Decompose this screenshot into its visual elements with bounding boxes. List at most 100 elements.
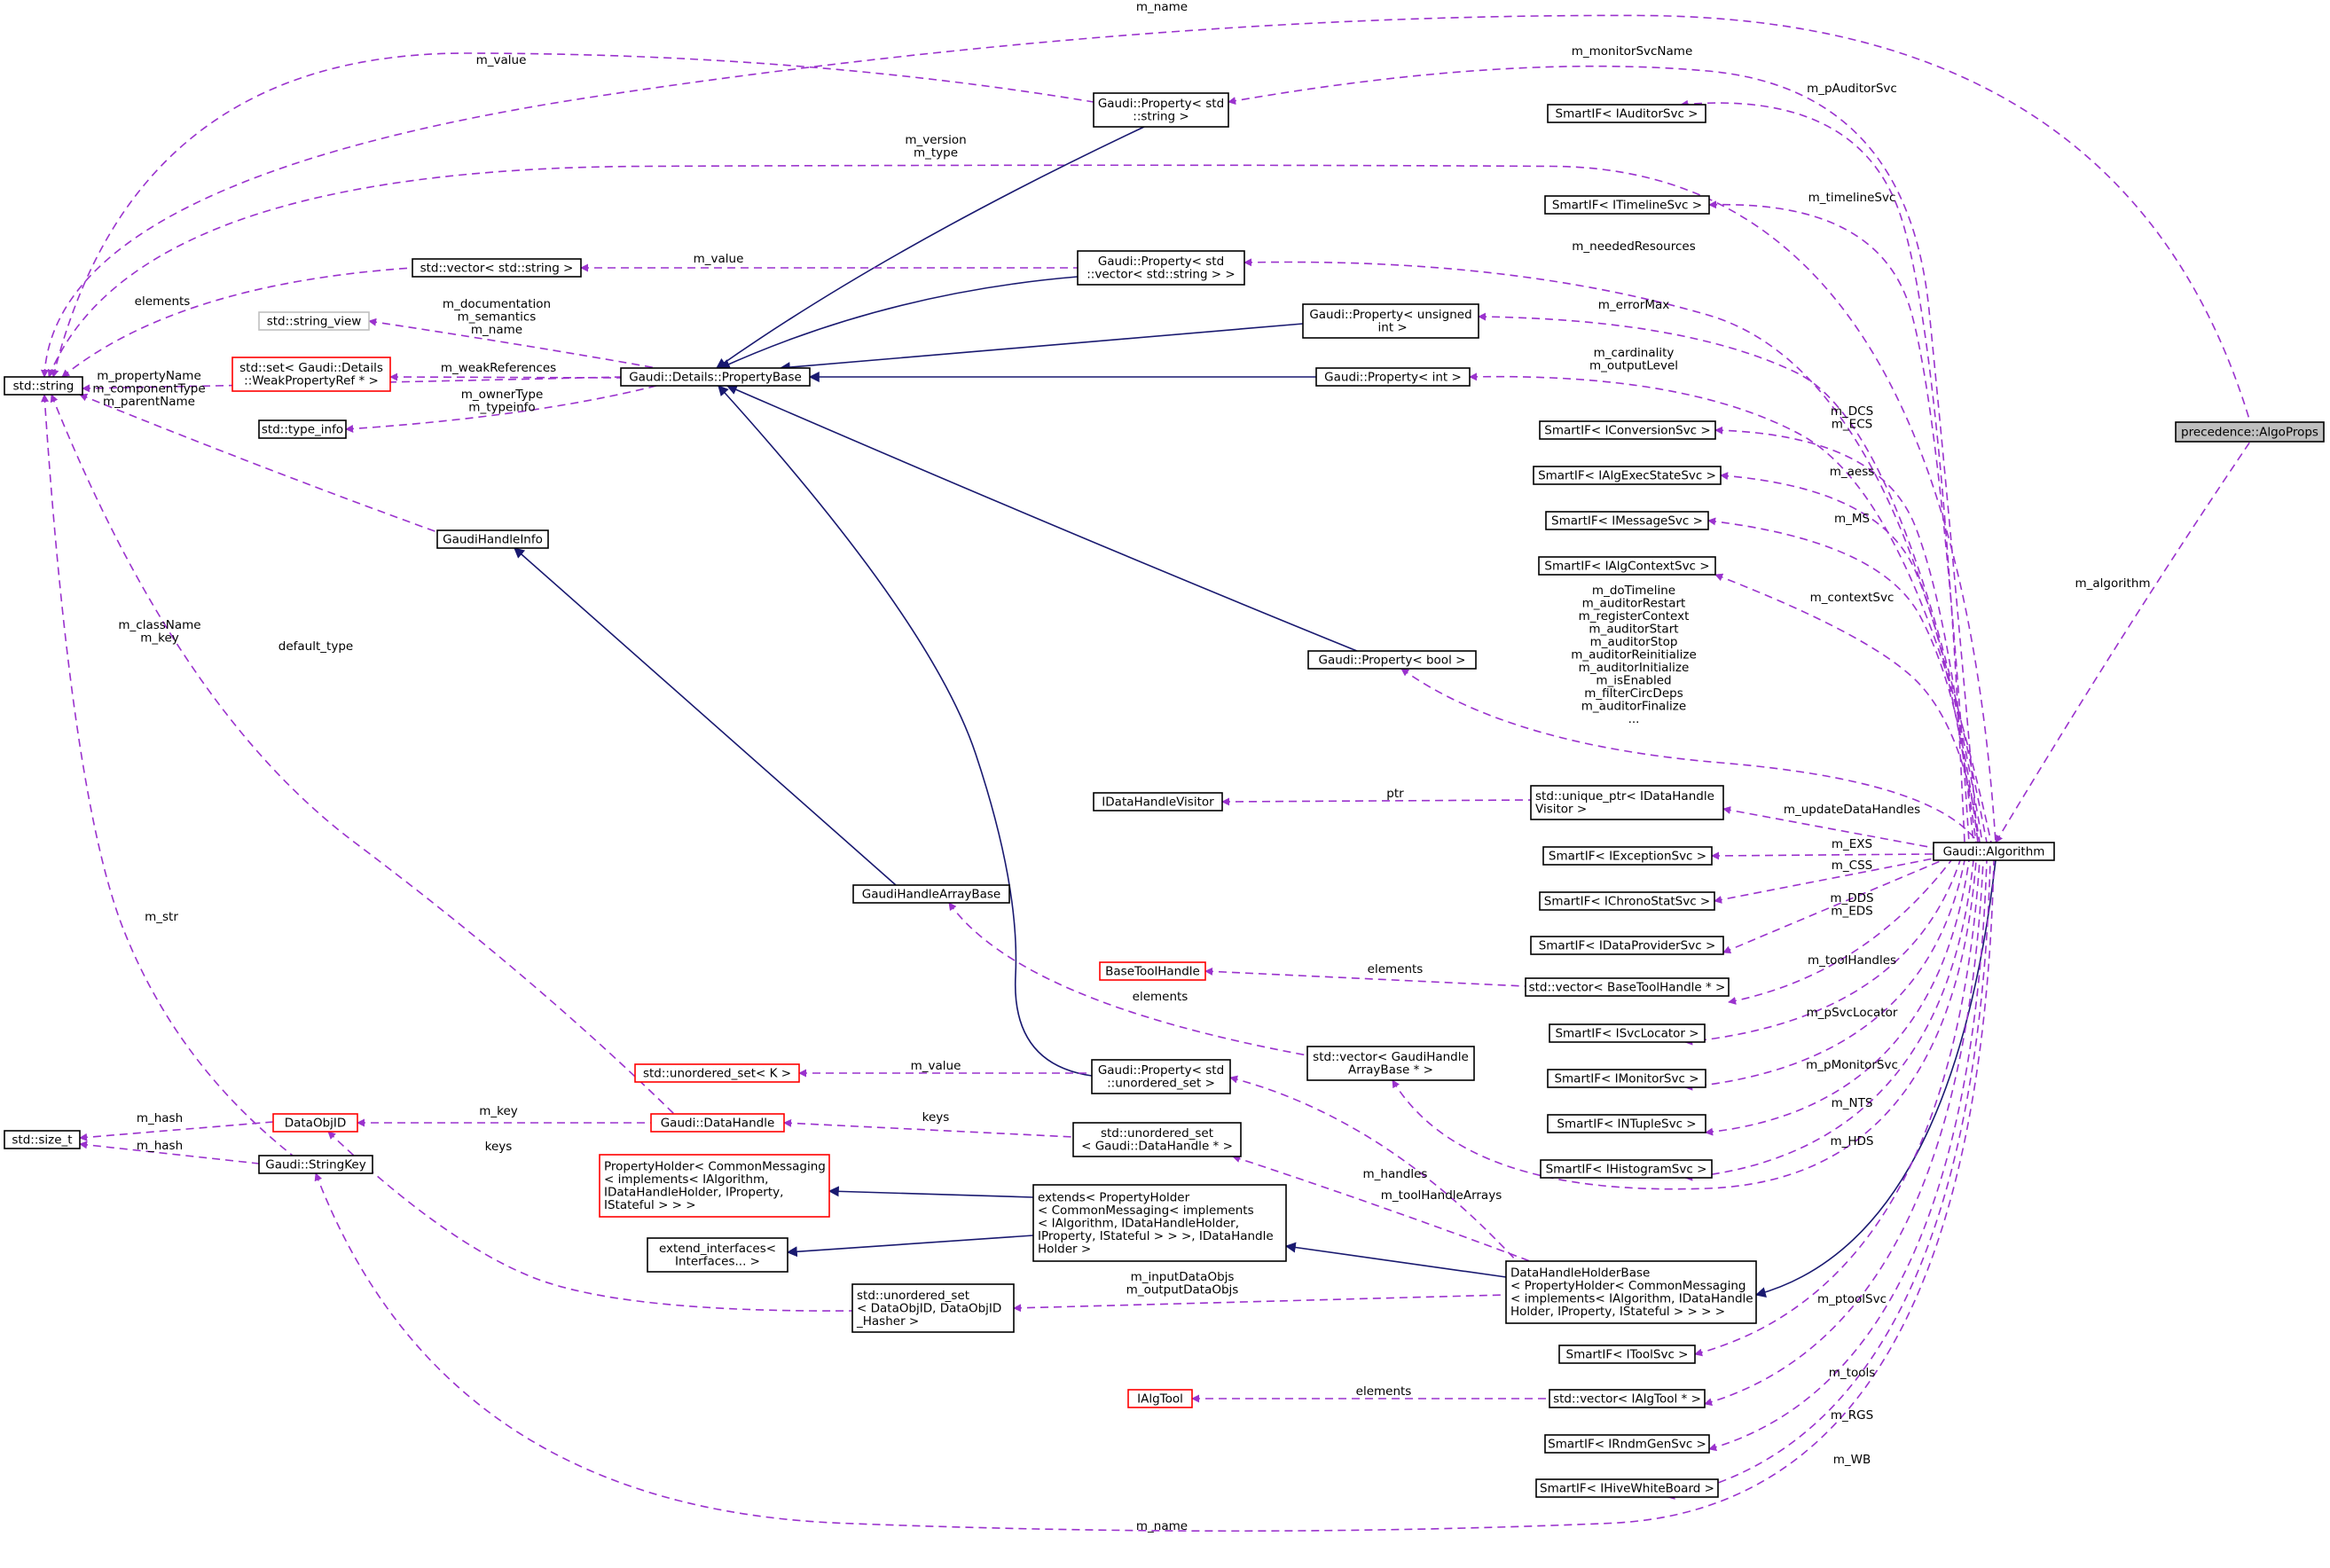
class-node-prop_bool[interactable]: Gaudi::Property< bool > bbox=[1307, 650, 1477, 670]
class-name-line: SmartIF< IToolSvc > bbox=[1566, 1347, 1689, 1361]
class-node-si_tool[interactable]: SmartIF< IToolSvc > bbox=[1558, 1345, 1696, 1364]
class-node-si_rndm[interactable]: SmartIF< IRndmGenSvc > bbox=[1544, 1434, 1710, 1454]
class-name-line: < implements< IAlgorithm, bbox=[604, 1172, 768, 1187]
class-node-propertybase[interactable]: Gaudi::Details::PropertyBase bbox=[620, 367, 811, 387]
class-node-extend_interfaces[interactable]: extend_interfaces<Interfaces... > bbox=[647, 1237, 788, 1273]
class-node-stringkey[interactable]: Gaudi::StringKey bbox=[258, 1155, 373, 1174]
class-name-line: < PropertyHolder< CommonMessaging bbox=[1510, 1279, 1746, 1293]
class-node-std_size_t[interactable]: std::size_t bbox=[4, 1130, 81, 1149]
class-node-si_conversion[interactable]: SmartIF< IConversionSvc > bbox=[1539, 420, 1716, 440]
class-node-std_type_info[interactable]: std::type_info bbox=[258, 419, 347, 439]
class-node-si_algexec[interactable]: SmartIF< IAlgExecStateSvc > bbox=[1533, 466, 1722, 485]
class-node-si_hive[interactable]: SmartIF< IHiveWhiteBoard > bbox=[1535, 1478, 1719, 1498]
class-name-line: ::vector< std::string > > bbox=[1087, 268, 1235, 282]
class-node-vector_basetool[interactable]: std::vector< BaseToolHandle * > bbox=[1525, 977, 1730, 997]
class-name-line: < CommonMessaging< implements bbox=[1038, 1203, 1254, 1218]
class-name: std::unordered_set< DataObjID, DataObjID… bbox=[856, 1289, 1001, 1329]
class-box bbox=[1525, 977, 1730, 997]
class-node-unordered_datahandle[interactable]: std::unordered_set< Gaudi::DataHandle * … bbox=[1072, 1122, 1242, 1157]
class-box bbox=[1545, 511, 1709, 530]
class-name-line: std::vector< BaseToolHandle * > bbox=[1529, 980, 1726, 994]
edge-label-line: m_neededResources bbox=[1572, 239, 1695, 254]
class-node-dataobjid[interactable]: DataObjID bbox=[272, 1113, 358, 1133]
class-node-std_set_weak[interactable]: std::set< Gaudi::Details::WeakPropertyRe… bbox=[231, 357, 391, 392]
class-node-unordered_dataobjid[interactable]: std::unordered_set< DataObjID, DataObjID… bbox=[851, 1283, 1015, 1333]
class-name-line: SmartIF< IAlgContextSvc > bbox=[1544, 559, 1709, 573]
class-name-line: DataObjID bbox=[285, 1116, 347, 1130]
class-node-si_algcontext[interactable]: SmartIF< IAlgContextSvc > bbox=[1538, 556, 1716, 576]
class-node-si_histogram[interactable]: SmartIF< IHistogramSvc > bbox=[1540, 1159, 1713, 1179]
class-node-datahandle[interactable]: Gaudi::DataHandle bbox=[650, 1113, 785, 1133]
class-node-si_ntuple[interactable]: SmartIF< INTupleSvc > bbox=[1547, 1114, 1706, 1133]
class-box bbox=[1530, 785, 1724, 820]
class-node-extends[interactable]: extends< PropertyHolder< CommonMessaging… bbox=[1032, 1184, 1287, 1262]
class-box bbox=[1530, 936, 1724, 955]
class-name-line: ArrayBase * > bbox=[1348, 1063, 1433, 1078]
class-node-ialgtool[interactable]: IAlgTool bbox=[1127, 1389, 1193, 1408]
class-node-vector_ialgtool[interactable]: std::vector< IAlgTool * > bbox=[1549, 1389, 1706, 1408]
edge-label-line: m_toolHandles bbox=[1808, 953, 1896, 968]
class-node-prop_string[interactable]: Gaudi::Property< std::string > bbox=[1093, 92, 1229, 128]
class-name: SmartIF< IToolSvc > bbox=[1566, 1347, 1689, 1361]
edge-label-si_ntuple-to-algorithm: m_NTS bbox=[1832, 1096, 1873, 1110]
class-node-prop_unsigned[interactable]: Gaudi::Property< unsigned int > bbox=[1302, 303, 1479, 339]
class-name-line: precedence::AlgoProps bbox=[2181, 425, 2318, 439]
class-node-basetoolhandle[interactable]: BaseToolHandle bbox=[1099, 961, 1206, 981]
edge-label-line: m_toolHandleArrays bbox=[1381, 1188, 1502, 1203]
class-node-si_timeline[interactable]: SmartIF< ITimelineSvc > bbox=[1544, 195, 1710, 215]
class-node-algorithm[interactable]: Gaudi::Algorithm bbox=[1933, 842, 2055, 861]
class-box bbox=[436, 529, 549, 549]
edge-label-line: m_contextSvc bbox=[1810, 591, 1895, 605]
edge-std_size_t-to-dataobjid bbox=[79, 1121, 274, 1141]
edge-label-si_auditor-to-algorithm: m_pAuditorSvc bbox=[1807, 82, 1897, 96]
edge-std_string-to-algorithm bbox=[47, 164, 1997, 843]
class-node-idatahandlevisitor[interactable]: IDataHandleVisitor bbox=[1093, 792, 1223, 811]
edge-extend_interfaces-to-extends bbox=[786, 1235, 1034, 1258]
class-node-vector_string[interactable]: std::vector< std::string > bbox=[412, 258, 582, 278]
class-node-propertyholder[interactable]: PropertyHolder< CommonMessaging< impleme… bbox=[599, 1154, 830, 1218]
class-node-si_exception[interactable]: SmartIF< IExceptionSvc > bbox=[1542, 846, 1713, 866]
class-box bbox=[1547, 1069, 1706, 1088]
class-node-datahandleholderbase[interactable]: DataHandleHolderBase< PropertyHolder< Co… bbox=[1505, 1260, 1757, 1324]
class-box bbox=[1933, 842, 2055, 861]
edge-prop_bool-to-algorithm bbox=[1400, 668, 1979, 843]
class-box bbox=[4, 1130, 81, 1149]
class-box bbox=[1072, 1122, 1242, 1157]
class-node-si_auditor[interactable]: SmartIF< IAuditorSvc > bbox=[1547, 104, 1706, 123]
edge-unordered_datahandle-to-datahandleholderbase bbox=[1232, 1155, 1531, 1262]
class-name-line: SmartIF< INTupleSvc > bbox=[1557, 1117, 1696, 1131]
class-name-line: SmartIF< IDataProviderSvc > bbox=[1539, 938, 1716, 953]
class-node-si_svclocator[interactable]: SmartIF< ISvcLocator > bbox=[1549, 1023, 1706, 1043]
class-node-prop_unordered[interactable]: Gaudi::Property< std::unordered_set > bbox=[1091, 1059, 1231, 1094]
class-node-gaudihandleinfo[interactable]: GaudiHandleInfo bbox=[436, 529, 549, 549]
class-node-std_string_view[interactable]: std::string_view bbox=[258, 311, 370, 331]
class-node-std_string[interactable]: std::string bbox=[4, 376, 83, 396]
class-node-si_message[interactable]: SmartIF< IMessageSvc > bbox=[1545, 511, 1709, 530]
class-name-line: std::type_info bbox=[262, 422, 343, 436]
class-name-line: std::string bbox=[13, 379, 75, 393]
edge-label-si_rndm-to-algorithm: m_RGS bbox=[1831, 1408, 1873, 1423]
class-name: std::vector< IAlgTool * > bbox=[1553, 1392, 1701, 1406]
class-node-si_chrono[interactable]: SmartIF< IChronoStatSvc > bbox=[1539, 891, 1715, 911]
class-name: std::string_view bbox=[267, 314, 362, 328]
edge-label-line: m_auditorReinitialize bbox=[1571, 648, 1697, 662]
edge-label-line: keys bbox=[922, 1110, 950, 1125]
class-node-gaudihandlearraybase[interactable]: GaudiHandleArrayBase bbox=[852, 884, 1010, 904]
class-name: DataHandleHolderBase< PropertyHolder< Co… bbox=[1510, 1266, 1753, 1320]
edge-si_timeline-to-algorithm bbox=[1708, 200, 1970, 843]
class-node-algoprops[interactable]: precedence::AlgoProps bbox=[2175, 421, 2325, 443]
edge-label-stringkey-to-algorithm: m_name bbox=[1136, 1519, 1188, 1533]
class-node-unordered_set_K[interactable]: std::unordered_set< K > bbox=[634, 1063, 800, 1083]
class-node-si_monitor[interactable]: SmartIF< IMonitorSvc > bbox=[1547, 1069, 1706, 1088]
class-name-line: SmartIF< IMessageSvc > bbox=[1551, 514, 1703, 528]
class-node-prop_int[interactable]: Gaudi::Property< int > bbox=[1315, 367, 1471, 387]
class-node-prop_vecstring[interactable]: Gaudi::Property< std::vector< std::strin… bbox=[1077, 250, 1245, 286]
class-node-si_dataprovider[interactable]: SmartIF< IDataProviderSvc > bbox=[1530, 936, 1724, 955]
edge-vector_ialgtool-to-algorithm bbox=[1704, 859, 1984, 1407]
class-box bbox=[4, 376, 83, 396]
